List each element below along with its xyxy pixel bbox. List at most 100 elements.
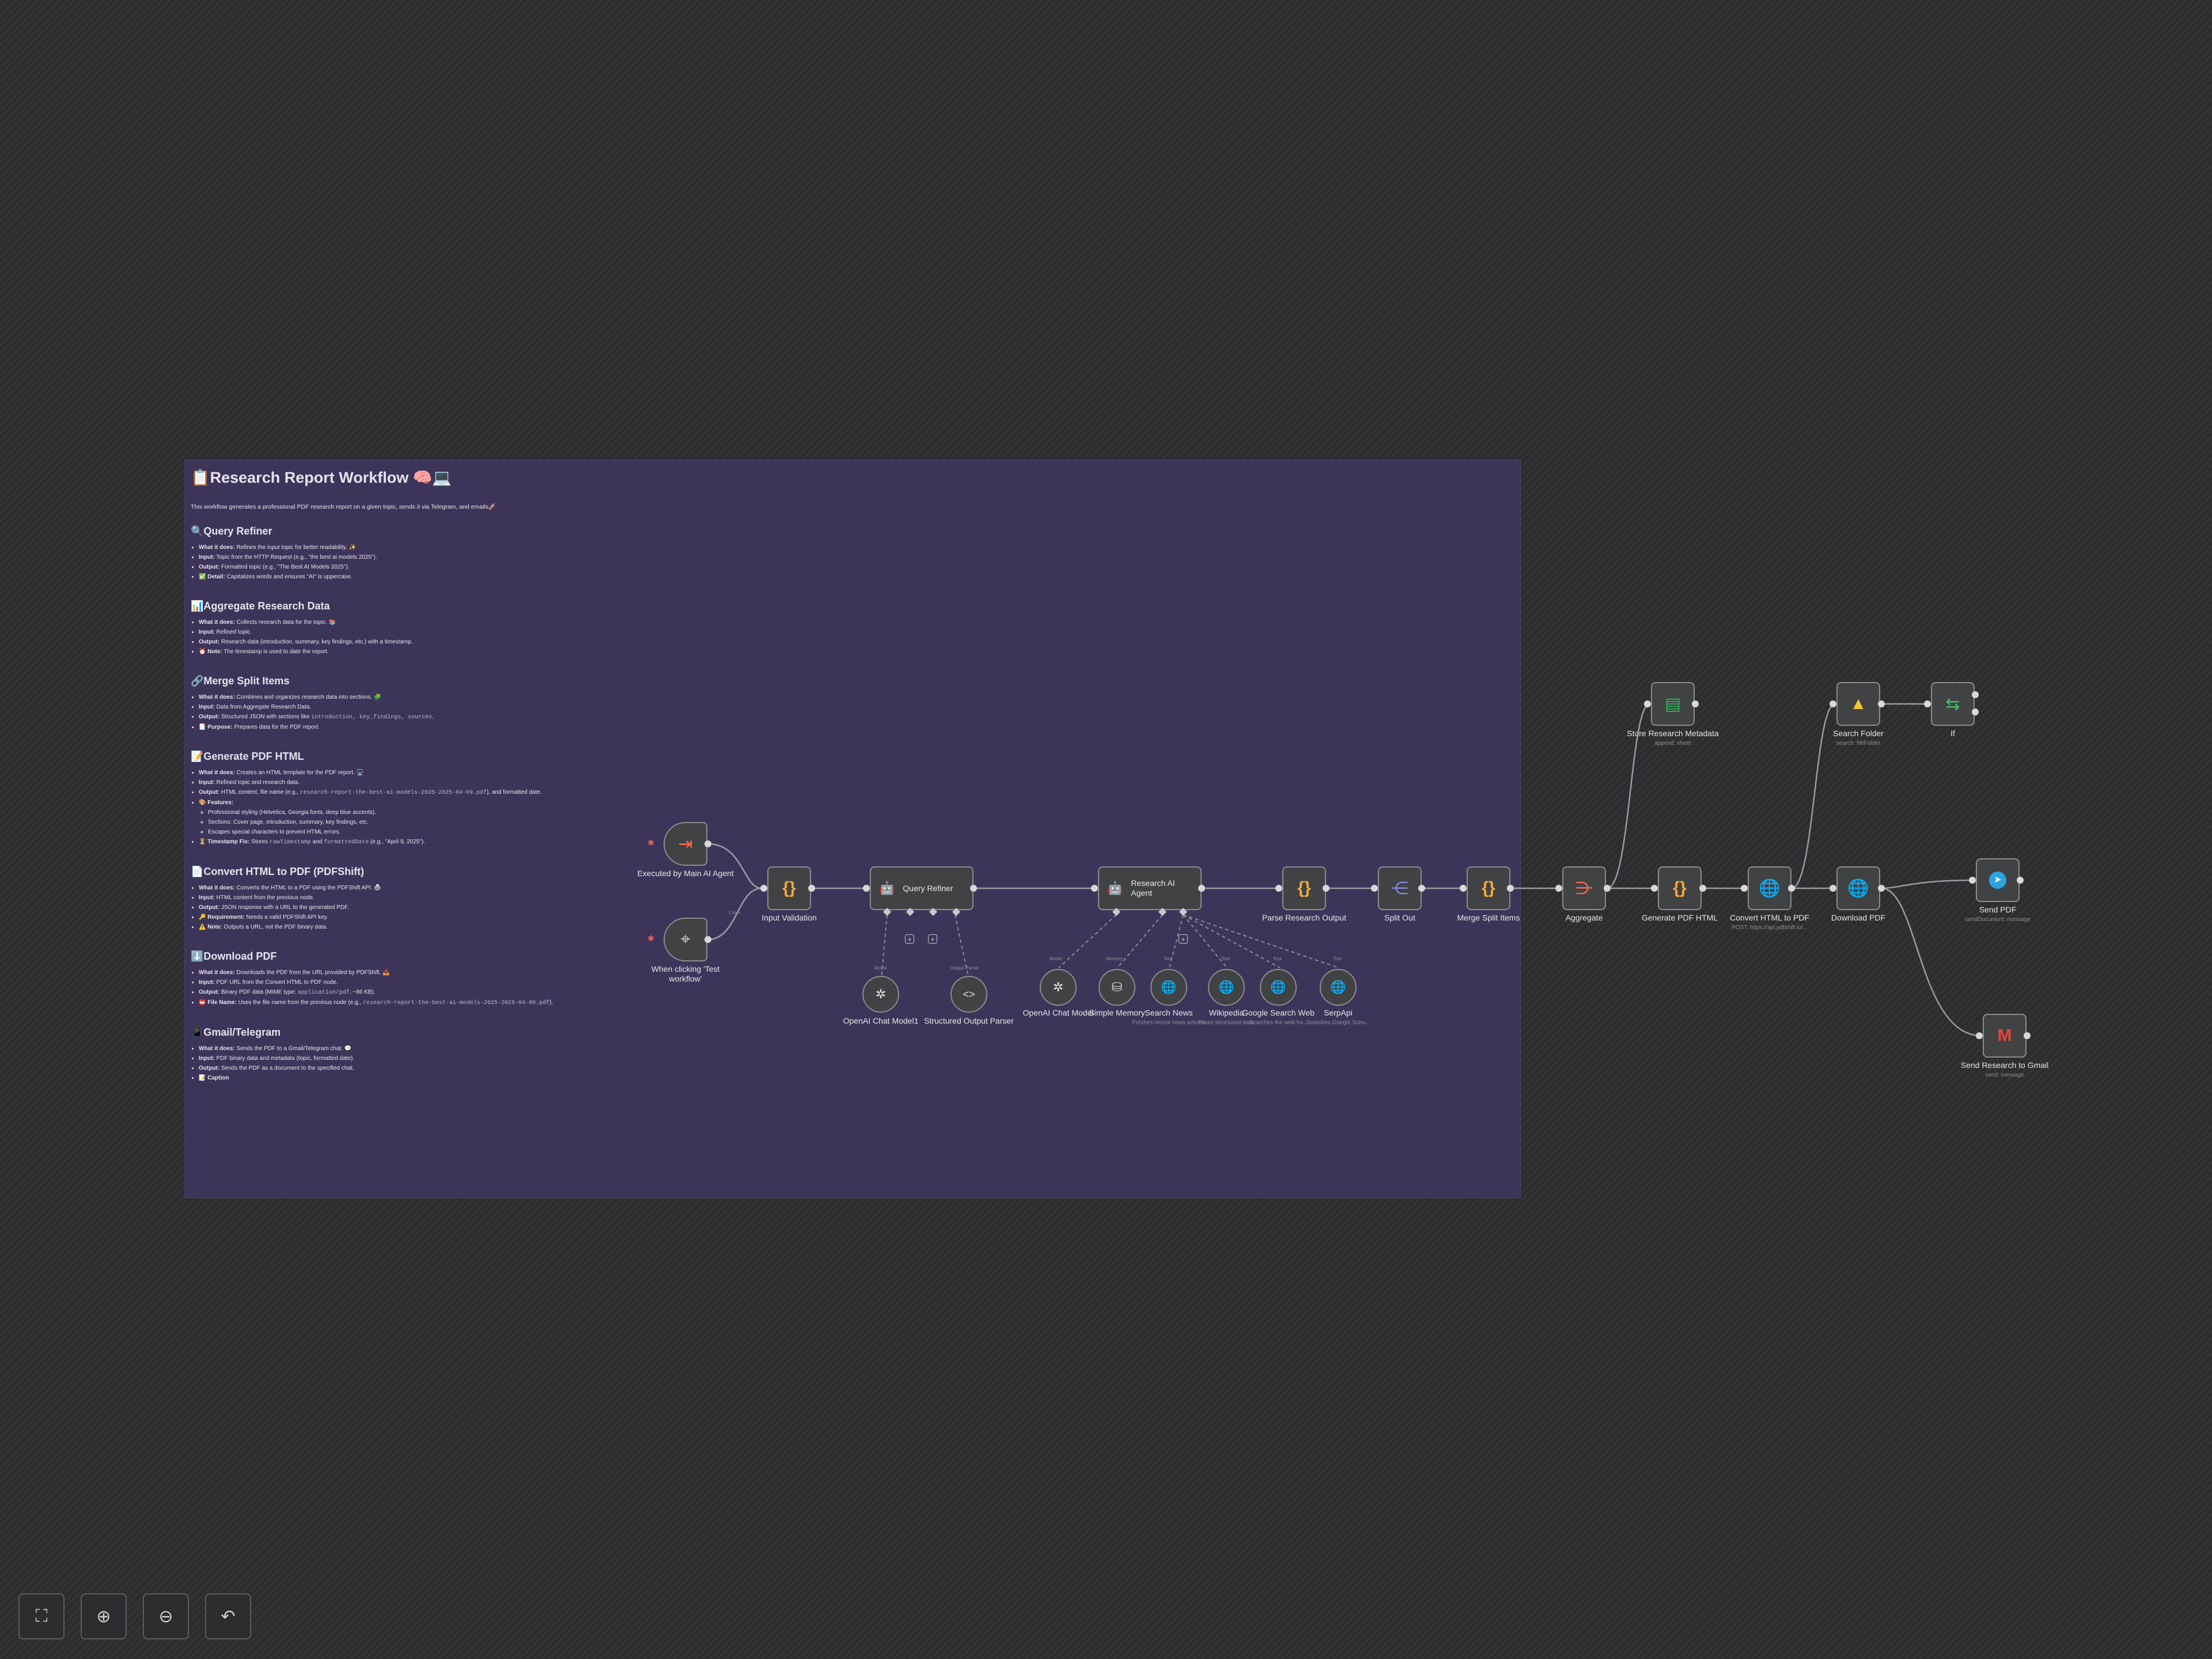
- note-list-item: Input: Refined topic and research data.: [199, 778, 824, 787]
- node-generate-pdf-html[interactable]: {}: [1658, 866, 1702, 910]
- label-wikipedia: Wikipedia: [1209, 1008, 1244, 1017]
- robot-icon: 🤖: [879, 881, 895, 895]
- output-port[interactable]: [1418, 885, 1425, 892]
- output-port[interactable]: [1878, 885, 1885, 892]
- node-search-folder[interactable]: ▲: [1836, 682, 1880, 726]
- node-wikipedia[interactable]: 🌐: [1208, 969, 1245, 1006]
- node-store-research-metadata[interactable]: ▤: [1651, 682, 1695, 726]
- note-list-item: Input: PDF URL from the Convert HTML to …: [199, 978, 824, 987]
- output-parser-port-label: Output Parser: [950, 965, 979, 971]
- note-list-item: 📝 Caption: [199, 1073, 824, 1083]
- node-send-research-gmail[interactable]: M: [1983, 1014, 2027, 1058]
- node-download-pdf[interactable]: 🌐: [1836, 866, 1880, 910]
- model-port-label: Model: [874, 965, 887, 971]
- database-icon: ⛁: [1111, 980, 1123, 994]
- label-manual-trigger: When clicking 'Test workflow': [651, 964, 720, 983]
- node-aggregate[interactable]: ⋺: [1562, 866, 1606, 910]
- input-port[interactable]: [1651, 885, 1658, 892]
- note-list-item: What it does: Converts the HTML to a PDF…: [199, 883, 824, 893]
- output-port[interactable]: [1507, 885, 1514, 892]
- false-output-port[interactable]: [1972, 709, 1979, 715]
- globe-icon: 🌐: [1161, 980, 1177, 994]
- node-send-pdf[interactable]: ➤: [1976, 858, 2020, 902]
- output-port[interactable]: [1604, 885, 1611, 892]
- output-port[interactable]: [1323, 885, 1330, 892]
- note-section: 📱Gmail/TelegramWhat it does: Sends the P…: [191, 1025, 824, 1083]
- input-port[interactable]: [1830, 885, 1836, 892]
- node-input-validation[interactable]: {}: [767, 866, 811, 910]
- input-port[interactable]: [760, 885, 767, 892]
- input-port[interactable]: [1091, 885, 1098, 892]
- note-section: ⬇️Download PDFWhat it does: Downloads th…: [191, 949, 824, 1008]
- label-convert-html-to-pdf: Convert HTML to PDF: [1730, 913, 1809, 922]
- note-sub-item: Sections: Cover page, introduction, summ…: [208, 817, 824, 827]
- node-search-news[interactable]: 🌐: [1150, 969, 1187, 1006]
- output-port[interactable]: [2024, 1032, 2031, 1039]
- node-google-search-web[interactable]: 🌐: [1260, 969, 1297, 1006]
- output-port[interactable]: [1788, 885, 1795, 892]
- note-list-item: Input: Data from Aggregate Research Data…: [199, 702, 824, 712]
- label-simple-memory: Simple Memory: [1089, 1008, 1145, 1017]
- node-manual-trigger[interactable]: ⌖: [664, 918, 707, 961]
- reset-zoom-button[interactable]: ↶: [205, 1593, 251, 1639]
- output-port[interactable]: [704, 840, 711, 847]
- input-port[interactable]: [1830, 700, 1836, 707]
- node-merge-split-items[interactable]: {}: [1467, 866, 1510, 910]
- add-tool-button[interactable]: +: [928, 934, 937, 944]
- input-port[interactable]: [1555, 885, 1562, 892]
- input-port[interactable]: [1275, 885, 1282, 892]
- add-tool-button[interactable]: +: [1179, 934, 1188, 944]
- node-if[interactable]: ⇆: [1931, 682, 1975, 726]
- google-search-subtitle: Searches the web for...: [1248, 1020, 1308, 1026]
- output-port[interactable]: [1692, 700, 1699, 707]
- zoom-in-button[interactable]: ⊕: [81, 1593, 127, 1639]
- node-structured-output-parser[interactable]: <>: [950, 976, 987, 1013]
- input-port[interactable]: [1924, 700, 1931, 707]
- label-store-research-metadata: Store Research Metadata: [1627, 729, 1719, 738]
- node-openai-chat-model[interactable]: ✲: [1040, 969, 1077, 1006]
- add-memory-button[interactable]: +: [905, 934, 914, 944]
- gmail-icon: M: [1997, 1026, 2012, 1045]
- node-simple-memory[interactable]: ⛁: [1099, 969, 1135, 1006]
- output-port[interactable]: [704, 936, 711, 943]
- output-port[interactable]: [808, 885, 815, 892]
- input-port[interactable]: [1460, 885, 1467, 892]
- label-structured-output-parser: Structured Output Parser: [924, 1016, 1014, 1025]
- node-convert-html-to-pdf[interactable]: 🌐: [1748, 866, 1791, 910]
- node-serpapi[interactable]: 🌐: [1320, 969, 1357, 1006]
- node-split-out[interactable]: ⋲: [1378, 866, 1422, 910]
- output-port[interactable]: [1878, 700, 1885, 707]
- output-port[interactable]: [970, 885, 977, 892]
- input-port[interactable]: [863, 885, 870, 892]
- fit-view-button[interactable]: ⛶: [18, 1593, 65, 1639]
- input-port[interactable]: [1741, 885, 1748, 892]
- zoom-out-button[interactable]: ⊖: [143, 1593, 189, 1639]
- node-parse-research-output[interactable]: {}: [1282, 866, 1326, 910]
- note-list-item: What it does: Downloads the PDF from the…: [199, 968, 824, 978]
- sticky-note[interactable]: 📋Research Report Workflow 🧠💻 This workfl…: [184, 460, 1521, 1198]
- split-icon: ⋲: [1391, 878, 1408, 898]
- input-port[interactable]: [1371, 885, 1378, 892]
- output-port[interactable]: [2017, 877, 2024, 884]
- node-research-agent[interactable]: 🤖 Research AI Agent: [1098, 866, 1202, 910]
- label-executed-by-main-agent: Executed by Main AI Agent: [637, 869, 734, 878]
- note-list-item: Input: Topic from the HTTP Request (e.g.…: [199, 552, 824, 562]
- memory-port-label: Memory: [1106, 956, 1123, 961]
- label-serpapi: SerpApi: [1324, 1008, 1353, 1017]
- input-port[interactable]: [1976, 1032, 1983, 1039]
- node-query-refiner[interactable]: 🤖 Query Refiner: [870, 866, 974, 910]
- label-if: If: [1950, 729, 1955, 738]
- node-openai-chat-model1[interactable]: ✲: [862, 976, 899, 1013]
- label-query-refiner: Query Refiner: [903, 883, 953, 893]
- true-output-port[interactable]: [1972, 691, 1979, 698]
- input-port[interactable]: [1969, 877, 1976, 884]
- note-section-title: 🔍Query Refiner: [191, 525, 272, 537]
- output-port[interactable]: [1198, 885, 1205, 892]
- trigger-star-icon: ✱: [647, 838, 654, 847]
- google-sheets-icon: ▤: [1664, 694, 1681, 714]
- output-port[interactable]: [1699, 885, 1706, 892]
- globe-icon: 🌐: [1270, 980, 1286, 994]
- input-port[interactable]: [1644, 700, 1651, 707]
- node-executed-by-main-agent[interactable]: ⇥: [664, 822, 707, 866]
